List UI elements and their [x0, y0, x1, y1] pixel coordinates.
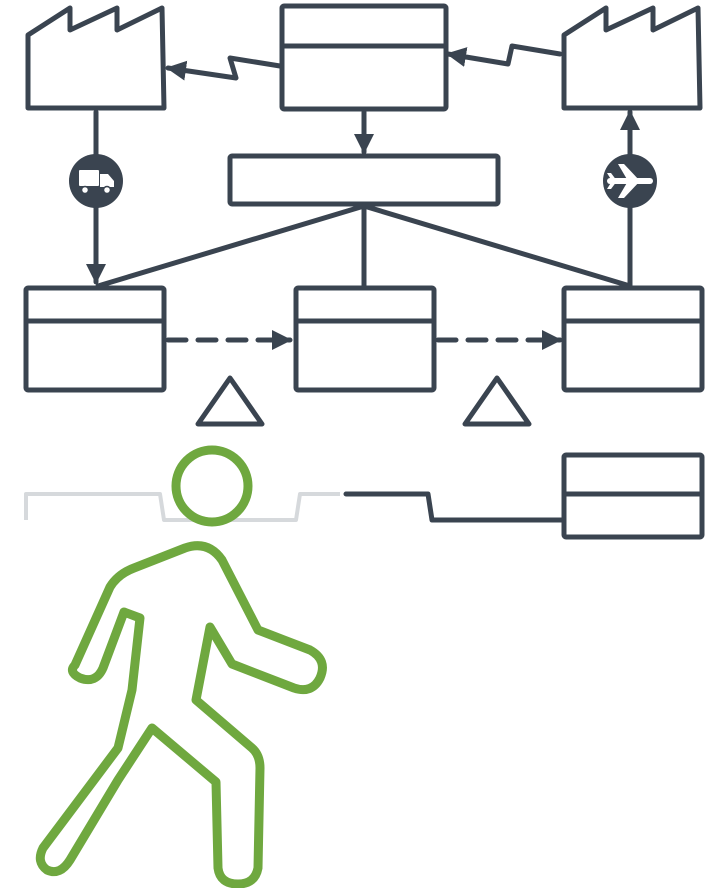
electronic-info-flow-from-customer-icon: [445, 43, 563, 67]
timeline-solid: [343, 491, 565, 523]
customer-factory-icon: [561, 5, 703, 111]
process-box-1: [23, 285, 167, 393]
inventory-triangle-icon-1: [195, 375, 265, 427]
supplier-factory-icon: [25, 5, 167, 111]
schedule-line-left: [95, 203, 367, 289]
truck-icon: [69, 154, 123, 208]
process-box-2: [293, 285, 437, 393]
schedule-box: [227, 153, 501, 207]
schedule-line-right: [361, 203, 633, 289]
production-control-box: [279, 3, 449, 112]
process-box-3: [561, 285, 705, 393]
walking-person-icon: [35, 445, 327, 888]
inventory-triangle-icon-2: [462, 375, 532, 427]
airplane-icon: [603, 154, 657, 208]
timeline-faded: [24, 492, 340, 522]
electronic-info-flow-to-supplier-icon: [165, 55, 283, 81]
